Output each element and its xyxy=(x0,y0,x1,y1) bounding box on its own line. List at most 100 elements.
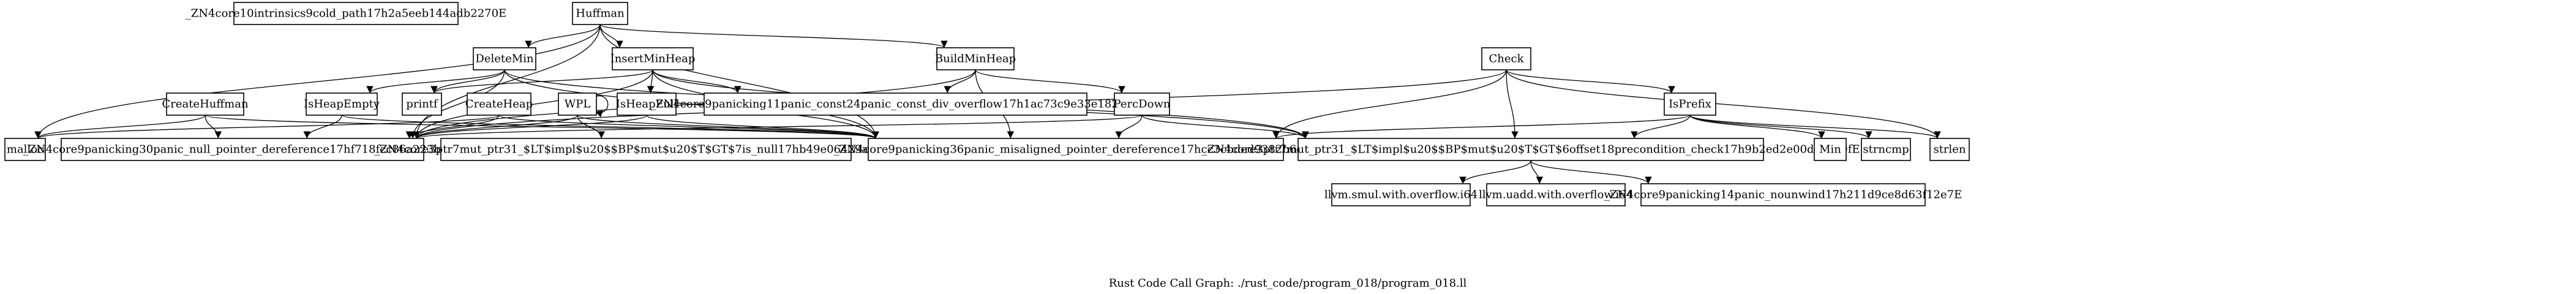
node-strlen: strlen xyxy=(1929,138,1970,161)
edge-createheap-to-misaligned xyxy=(498,115,879,139)
edge-deletemin-to-isheapempty xyxy=(366,69,505,94)
node-huffman: Huffman xyxy=(572,2,628,25)
edge-huffman-to-null-deref xyxy=(413,24,601,139)
node-smul: llvm.smul.with.overflow.i64 xyxy=(1324,183,1478,206)
edge-insertminheap-to-div-overflow xyxy=(652,69,742,94)
node-nounwind: _ZN4core9panicking14panic_nounwind17h211… xyxy=(1604,183,1962,206)
node-uadd: llvm.uadd.with.overflow.i64 xyxy=(1479,183,1633,206)
node-label: DeleteMin xyxy=(475,53,534,66)
node-malloc: malloc xyxy=(4,138,46,161)
node-box xyxy=(4,138,46,161)
edge-offset_check-to-smul xyxy=(1459,160,1531,184)
node-misaligned: _ZN4core9panicking36panic_misaligned_poi… xyxy=(834,138,1318,161)
edge-percdown-to-misaligned xyxy=(1115,115,1143,139)
node-label: llvm.smul.with.overflow.i64 xyxy=(1324,189,1478,202)
edge-percdown-to-offset-check xyxy=(1141,115,1309,139)
node-div-overflow: _ZN4core9panicking11panic_const24panic_c… xyxy=(650,92,1141,116)
node-label: malloc xyxy=(7,143,43,156)
edge-check-to-offset-check xyxy=(1506,69,1519,139)
node-box xyxy=(1929,138,1970,161)
node-box xyxy=(440,138,852,161)
edge-offset_check-to-nounwind xyxy=(1530,160,1652,184)
edge-isprefix-to-offset-check xyxy=(1631,115,1691,139)
node-label: _ZN4core3ptr7mut_ptr31_$LT$impl$u20$$BP$… xyxy=(1201,143,1860,156)
node-box xyxy=(1640,183,1926,206)
node-is-null: _ZN4core3ptr7mut_ptr31_$LT$impl$u20$$BP$… xyxy=(374,138,918,161)
node-box xyxy=(1814,138,1847,161)
edge-insertminheap-to-isheapfull xyxy=(647,69,655,94)
edge-isprefix-to-min xyxy=(1689,115,1825,139)
node-label: IsPrefix xyxy=(1669,98,1711,111)
edge-huffman-to-malloc xyxy=(34,24,601,139)
edge-insertminheap-to-printf xyxy=(430,69,653,94)
node-buildminheap: BuildMinHeap xyxy=(935,47,1016,70)
edge-createheap-to-malloc xyxy=(34,115,500,139)
edge-check-to-isprefix xyxy=(1506,69,1675,94)
edge-isheapempty-to-misaligned xyxy=(341,115,879,139)
edge-check-to-strlen xyxy=(1506,69,1941,139)
node-label: CreateHuffman xyxy=(162,98,249,111)
edge-wpl-to-wpl xyxy=(593,95,609,118)
node-wpl: WPL xyxy=(558,92,597,116)
node-deletemin: DeleteMin xyxy=(473,47,536,70)
graph-title: Rust Code Call Graph: ./rust_code/progra… xyxy=(1109,277,1467,290)
edge-huffman-to-insertminheap xyxy=(599,24,623,48)
edge-createhuffman-to-null-deref xyxy=(205,115,222,139)
edge-buildminheap-to-div-overflow xyxy=(944,69,976,94)
node-label: IsHeapEmpty xyxy=(304,98,380,111)
node-label: _ZN4core9panicking30panic_null_pointer_d… xyxy=(23,143,462,156)
edge-wpl-to-null-deref xyxy=(413,115,578,139)
node-box xyxy=(936,47,1015,70)
node-box xyxy=(402,92,442,116)
node-box xyxy=(61,138,424,161)
node-label: printf xyxy=(406,98,438,111)
node-box xyxy=(1664,92,1716,116)
node-label: strncmp xyxy=(1863,143,1909,156)
node-label: BuildMinHeap xyxy=(935,53,1016,66)
edge-isprefix-to-strlen xyxy=(1689,115,1941,139)
node-box xyxy=(233,2,459,25)
node-box xyxy=(558,92,597,116)
node-box xyxy=(1331,183,1471,206)
node-isheapfull: IsHeapFull xyxy=(616,92,678,116)
node-cold-path: _ZN4core10intrinsics9cold_path17h2a5eeb1… xyxy=(186,2,506,25)
node-box xyxy=(306,92,378,116)
edge-isheapempty-to-null-deref xyxy=(303,115,342,139)
node-box xyxy=(617,92,677,116)
node-label: _ZN4core10intrinsics9cold_path17h2a5eeb1… xyxy=(186,7,506,20)
node-label: _ZN4core9panicking14panic_nounwind17h211… xyxy=(1604,189,1962,202)
edge-isprefix-to-misaligned xyxy=(1272,115,1691,139)
node-box xyxy=(467,92,531,116)
edge-insertminheap-to-null-deref xyxy=(413,69,653,139)
node-box xyxy=(473,47,536,70)
node-createhuffman: CreateHuffman xyxy=(162,92,249,116)
node-min: Min xyxy=(1814,138,1847,161)
node-label: Huffman xyxy=(576,7,625,20)
node-isheapempty: IsHeapEmpty xyxy=(304,92,380,116)
node-strncmp: strncmp xyxy=(1861,138,1911,161)
node-label: Check xyxy=(1489,53,1524,66)
node-label: CreateHeap xyxy=(465,98,533,111)
node-createheap: CreateHeap xyxy=(465,92,533,116)
node-insertminheap: InsertMinHeap xyxy=(610,47,695,70)
node-label: strlen xyxy=(1933,143,1966,156)
edge-check-to-misaligned xyxy=(1272,69,1507,139)
edge-createhuffman-to-malloc xyxy=(34,115,206,139)
node-box xyxy=(868,138,1284,161)
nodes-layer: _ZN4core10intrinsics9cold_path17h2a5eeb1… xyxy=(4,2,1970,206)
node-check: Check xyxy=(1481,47,1531,70)
node-label: llvm.uadd.with.overflow.i64 xyxy=(1479,189,1633,202)
edge-wpl-to-misaligned xyxy=(577,115,879,139)
edge-deletemin-to-printf xyxy=(430,69,505,94)
edge-isheapfull-to-null-deref xyxy=(413,115,647,139)
node-box xyxy=(1486,183,1626,206)
node-printf: printf xyxy=(402,92,442,116)
edge-offset_check-to-uadd xyxy=(1530,160,1544,184)
node-box xyxy=(704,92,1087,116)
node-box xyxy=(572,2,628,25)
node-offset-check: _ZN4core3ptr7mut_ptr31_$LT$impl$u20$$BP$… xyxy=(1201,138,1860,161)
node-percdown: PercDown xyxy=(1114,92,1171,116)
node-label: _ZN4core9panicking36panic_misaligned_poi… xyxy=(834,143,1318,156)
edge-percdown-to-null-deref xyxy=(413,115,1143,139)
